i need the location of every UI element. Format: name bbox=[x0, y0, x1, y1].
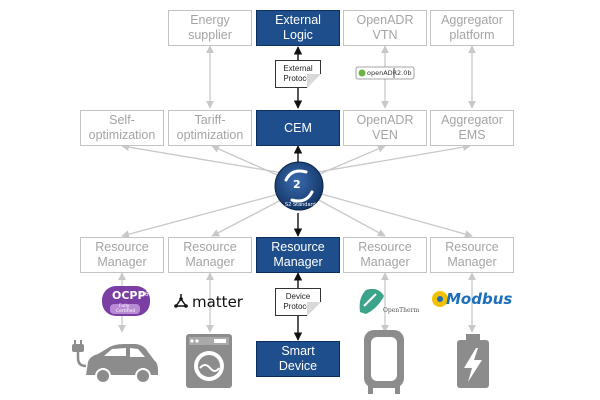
vertical-connectors bbox=[118, 45, 476, 333]
node-label-line: Resource bbox=[183, 240, 237, 254]
node-label-line: Smart bbox=[281, 344, 315, 358]
note-line: Protocol bbox=[283, 302, 313, 311]
node-label-line: Resource bbox=[271, 240, 325, 254]
node-label-line: CEM bbox=[284, 120, 312, 135]
openadr-version-text: 2.0b bbox=[397, 69, 412, 77]
node-label-line: optimization bbox=[176, 128, 244, 142]
modbus-logo-icon bbox=[432, 291, 448, 307]
node-label-line: Tariff- bbox=[194, 113, 226, 127]
ocpp-logo-text: OCPP bbox=[112, 289, 146, 302]
resource-manager-node[interactable]: Resource Manager bbox=[80, 237, 164, 273]
opentherm-logo-text: OpenTherm bbox=[383, 307, 420, 314]
matter-logo-icon bbox=[174, 294, 188, 308]
external-logic-node[interactable]: External Logic bbox=[256, 10, 340, 46]
cem-node[interactable]: CEM bbox=[256, 110, 340, 146]
smart-device-node[interactable]: Smart Device bbox=[256, 341, 340, 377]
node-label-line: External bbox=[275, 13, 321, 27]
ocpp-badge-line: Fully bbox=[119, 304, 130, 309]
aggregator-ems-node[interactable]: Aggregator EMS bbox=[430, 110, 514, 146]
external-protocol-note: External Protocol bbox=[275, 60, 321, 88]
note-line: Protocol bbox=[283, 74, 313, 83]
ocpp-logo bbox=[102, 286, 150, 316]
node-label-line: Logic bbox=[283, 28, 313, 42]
node-label-line: Aggregator bbox=[441, 113, 503, 127]
aggregator-platform-node[interactable]: Aggregator platform bbox=[430, 10, 514, 46]
matter-logo-text: matter bbox=[192, 293, 243, 311]
node-label-line: Manager bbox=[447, 255, 497, 269]
node-label-line: Resource bbox=[95, 240, 149, 254]
node-label-line: Resource bbox=[358, 240, 412, 254]
node-label-line: Manager bbox=[97, 255, 147, 269]
resource-manager-main-node[interactable]: Resource Manager bbox=[256, 237, 340, 273]
node-label-line: VTN bbox=[372, 28, 398, 42]
ocpp-version-text: 1.6 bbox=[139, 291, 149, 298]
tariff-optimization-node[interactable]: Tariff- optimization bbox=[168, 110, 252, 146]
resource-manager-node[interactable]: Resource Manager bbox=[168, 237, 252, 273]
s2-logo-glyph: 2 bbox=[293, 178, 301, 191]
openadr-ven-node[interactable]: OpenADR VEN bbox=[343, 110, 427, 146]
note-line: Device bbox=[285, 292, 311, 301]
s2-logo-icon[interactable] bbox=[274, 161, 324, 211]
node-label-line: Device bbox=[278, 359, 318, 373]
node-label-line: EMS bbox=[458, 128, 486, 142]
opentherm-logo-icon bbox=[359, 288, 384, 314]
node-label-line: Manager bbox=[185, 255, 235, 269]
boiler-icon bbox=[364, 330, 404, 394]
device-protocol-note: Device Protocol bbox=[275, 288, 321, 316]
electric-car-icon bbox=[72, 340, 158, 384]
node-label-line: supplier bbox=[188, 28, 232, 42]
node-label-line: Energy bbox=[190, 13, 230, 27]
note-line: External bbox=[283, 64, 313, 73]
node-label-line: Resource bbox=[445, 240, 499, 254]
energy-supplier-node[interactable]: Energy supplier bbox=[168, 10, 252, 46]
self-optimization-node[interactable]: Self- optimization bbox=[80, 110, 164, 146]
node-label-line: optimization bbox=[88, 128, 156, 142]
node-label-line: platform bbox=[449, 28, 495, 42]
washing-machine-icon bbox=[186, 334, 232, 388]
battery-icon bbox=[457, 334, 489, 388]
hub-connectors bbox=[121, 143, 473, 238]
openadr-logo bbox=[355, 66, 415, 80]
resource-manager-node[interactable]: Resource Manager bbox=[430, 237, 514, 273]
node-label-line: Manager bbox=[273, 255, 323, 269]
ocpp-badge-line: Certified bbox=[116, 309, 136, 314]
openadr-logo-text: openADR bbox=[367, 69, 398, 77]
resource-manager-node[interactable]: Resource Manager bbox=[343, 237, 427, 273]
modbus-logo-text: Modbus bbox=[446, 290, 513, 308]
node-label-line: Manager bbox=[360, 255, 410, 269]
node-label-line: OpenADR bbox=[356, 113, 414, 127]
node-label-line: Self- bbox=[109, 113, 135, 127]
openadr-vtn-node[interactable]: OpenADR VTN bbox=[343, 10, 427, 46]
node-label-line: OpenADR bbox=[356, 13, 414, 27]
node-label-line: Aggregator bbox=[441, 13, 503, 27]
s2-standard-caption: S2 Standard bbox=[285, 202, 316, 208]
node-label-line: VEN bbox=[372, 128, 398, 142]
